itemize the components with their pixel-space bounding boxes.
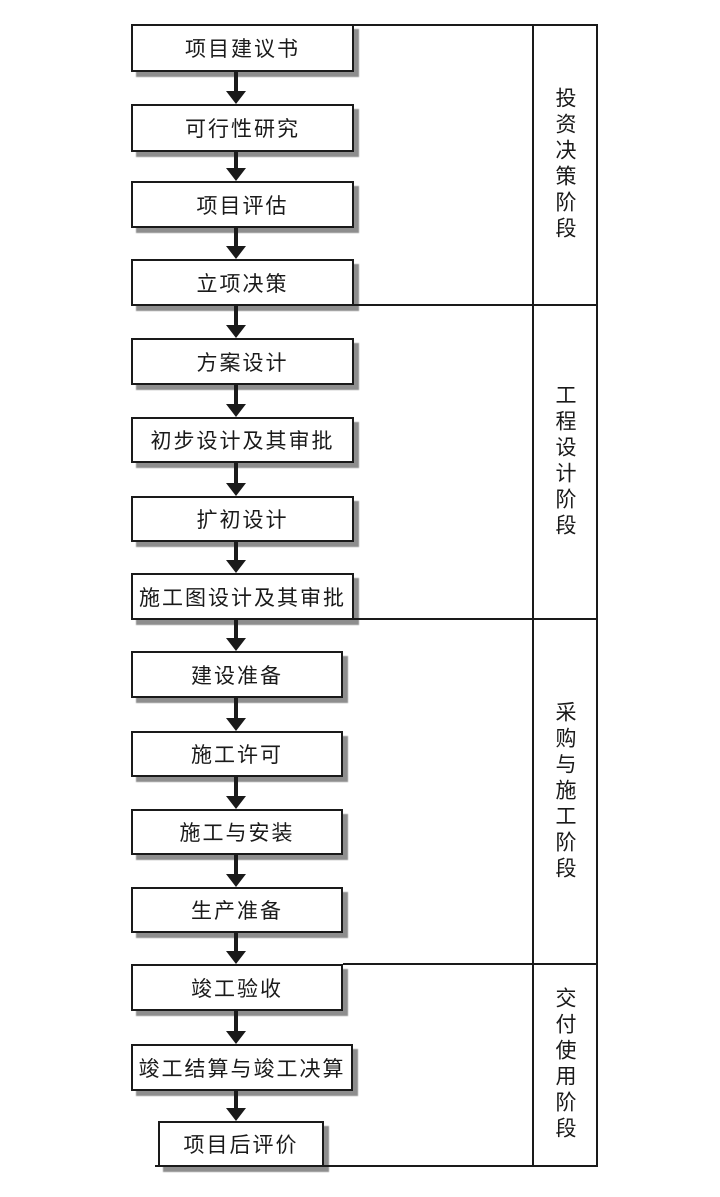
flow-box-label: 竣工结算与竣工决算	[138, 1056, 346, 1081]
flow-box-completion-settlement-and-accounts: 竣工结算与竣工决算	[131, 1044, 353, 1091]
flow-box-label: 项目建议书	[185, 37, 300, 61]
arrow-down-icon	[226, 404, 246, 417]
arrow-stem	[234, 777, 238, 797]
flow-box-label: 竣工验收	[191, 976, 283, 1001]
flow-box-production-preparation: 生产准备	[131, 887, 343, 933]
phase-cell-procurement-construction: 采购与施工阶段	[534, 620, 596, 963]
arrow-stem	[234, 855, 238, 875]
flow-arrow	[226, 72, 246, 104]
flow-box-label: 立项决策	[196, 271, 289, 296]
flow-arrow	[226, 542, 246, 573]
flow-arrow	[226, 620, 246, 651]
arrow-stem	[234, 306, 238, 326]
phase-cell-delivery-use: 交付使用阶段	[534, 965, 596, 1165]
flow-box-feasibility-study: 可行性研究	[131, 104, 354, 152]
arrow-down-icon	[226, 483, 246, 496]
flow-box-label: 建设准备	[191, 663, 283, 688]
arrow-stem	[234, 385, 238, 405]
arrow-stem	[234, 1091, 238, 1109]
flow-box-post-project-evaluation: 项目后评价	[158, 1121, 324, 1167]
flow-box-preliminary-design-approval: 初步设计及其审批	[131, 417, 354, 463]
flow-box-label: 可行性研究	[185, 117, 300, 141]
arrow-stem	[234, 933, 238, 952]
arrow-stem	[234, 72, 238, 92]
flow-box-project-proposal: 项目建议书	[131, 24, 354, 72]
arrow-down-icon	[226, 796, 246, 809]
phase-divider-1	[353, 304, 598, 306]
flow-box-label: 方案设计	[196, 350, 289, 375]
flow-box-construction-drawing-approval: 施工图设计及其审批	[131, 573, 354, 620]
phase-cell-investment-decision: 投资决策阶段	[534, 26, 596, 304]
arrow-stem	[234, 698, 238, 719]
arrow-down-icon	[226, 951, 246, 964]
arrow-down-icon	[226, 1031, 246, 1044]
arrow-stem	[234, 228, 238, 247]
arrow-stem	[234, 542, 238, 561]
flow-box-label: 初步设计及其审批	[150, 429, 335, 453]
flow-arrow	[226, 698, 246, 731]
flow-box-label: 扩初设计	[196, 508, 289, 532]
arrow-down-icon	[226, 1108, 246, 1121]
phase-table-bottom-border	[155, 1165, 598, 1167]
arrow-stem	[234, 1011, 238, 1032]
arrow-stem	[234, 620, 238, 639]
flow-box-label: 项目评估	[196, 193, 289, 218]
phase-label-engineering-design: 工程设计阶段	[553, 384, 577, 540]
phase-label-delivery-use: 交付使用阶段	[553, 987, 577, 1143]
arrow-down-icon	[226, 638, 246, 651]
phase-divider-3	[343, 963, 598, 965]
arrow-stem	[234, 463, 238, 484]
arrow-down-icon	[226, 718, 246, 731]
flow-arrow	[226, 777, 246, 809]
flow-arrow	[226, 385, 246, 417]
flow-box-construction-permit: 施工许可	[131, 731, 343, 777]
flow-box-expanded-preliminary-design: 扩初设计	[131, 496, 354, 542]
flow-box-project-evaluation: 项目评估	[131, 181, 354, 228]
flow-arrow	[226, 228, 246, 259]
flow-arrow	[226, 306, 246, 338]
flow-box-label: 施工许可	[191, 743, 283, 767]
flow-box-label: 施工图设计及其审批	[139, 585, 346, 610]
phase-table-outer-border	[596, 24, 598, 1167]
phase-table-top-border	[353, 24, 598, 26]
flow-box-approval-decision: 立项决策	[131, 259, 354, 306]
flow-arrow	[226, 463, 246, 496]
flow-box-label: 施工与安装	[179, 821, 295, 845]
flow-arrow	[226, 152, 246, 181]
flow-box-construction-and-installation: 施工与安装	[131, 809, 343, 855]
phase-label-procurement-construction: 采购与施工阶段	[553, 700, 577, 883]
flow-arrow	[226, 1011, 246, 1044]
phase-cell-engineering-design: 工程设计阶段	[534, 306, 596, 618]
arrow-down-icon	[226, 874, 246, 887]
flow-arrow	[226, 855, 246, 887]
flow-box-scheme-design: 方案设计	[131, 338, 354, 385]
arrow-stem	[234, 152, 238, 169]
flow-arrow	[226, 933, 246, 964]
flow-box-completion-acceptance: 竣工验收	[131, 964, 343, 1011]
flow-box-construction-preparation: 建设准备	[131, 651, 343, 698]
flow-box-label: 项目后评价	[183, 1133, 299, 1157]
flow-arrow	[226, 1091, 246, 1121]
flow-box-label: 生产准备	[191, 899, 283, 923]
arrow-down-icon	[226, 246, 246, 259]
arrow-down-icon	[226, 91, 246, 104]
arrow-down-icon	[226, 325, 246, 338]
arrow-down-icon	[226, 560, 246, 573]
phase-table-inner-border	[532, 24, 534, 1167]
arrow-down-icon	[226, 168, 246, 181]
phase-divider-2	[353, 618, 598, 620]
phase-label-investment-decision: 投资决策阶段	[553, 87, 577, 243]
